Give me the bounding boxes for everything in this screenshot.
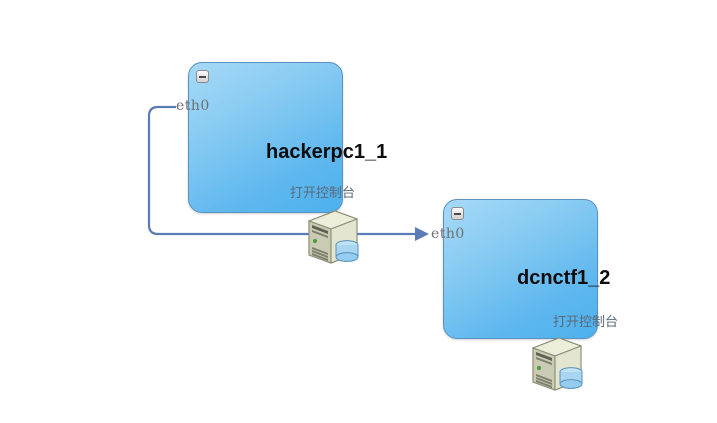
minus-icon [199,75,206,78]
open-console-label[interactable]: 打开控制台 [290,186,356,201]
server-tower-icon-dcnctf1_2[interactable] [525,330,587,392]
server-tower-icon [307,210,359,264]
collapse-button[interactable] [196,70,209,83]
server-tower-icon-hackerpc1_1[interactable] [301,203,363,265]
minus-icon [454,212,461,215]
collapse-button[interactable] [451,207,464,220]
node-background[interactable] [188,62,343,213]
node-title: dcnctf1_2 [517,267,611,289]
node-hackerpc1_1[interactable]: eth0 hackerpc1_1 打开控制台 [176,62,387,213]
node-title: hackerpc1_1 [266,141,388,163]
node-background[interactable] [443,199,598,339]
interface-label-eth0: eth0 [176,98,210,114]
node-dcnctf1_2[interactable]: eth0 dcnctf1_2 打开控制台 [431,199,618,339]
arrowhead-right-icon [415,227,429,241]
interface-label-eth0: eth0 [431,226,465,242]
open-console-label[interactable]: 打开控制台 [553,315,619,330]
server-tower-icon [531,337,583,391]
